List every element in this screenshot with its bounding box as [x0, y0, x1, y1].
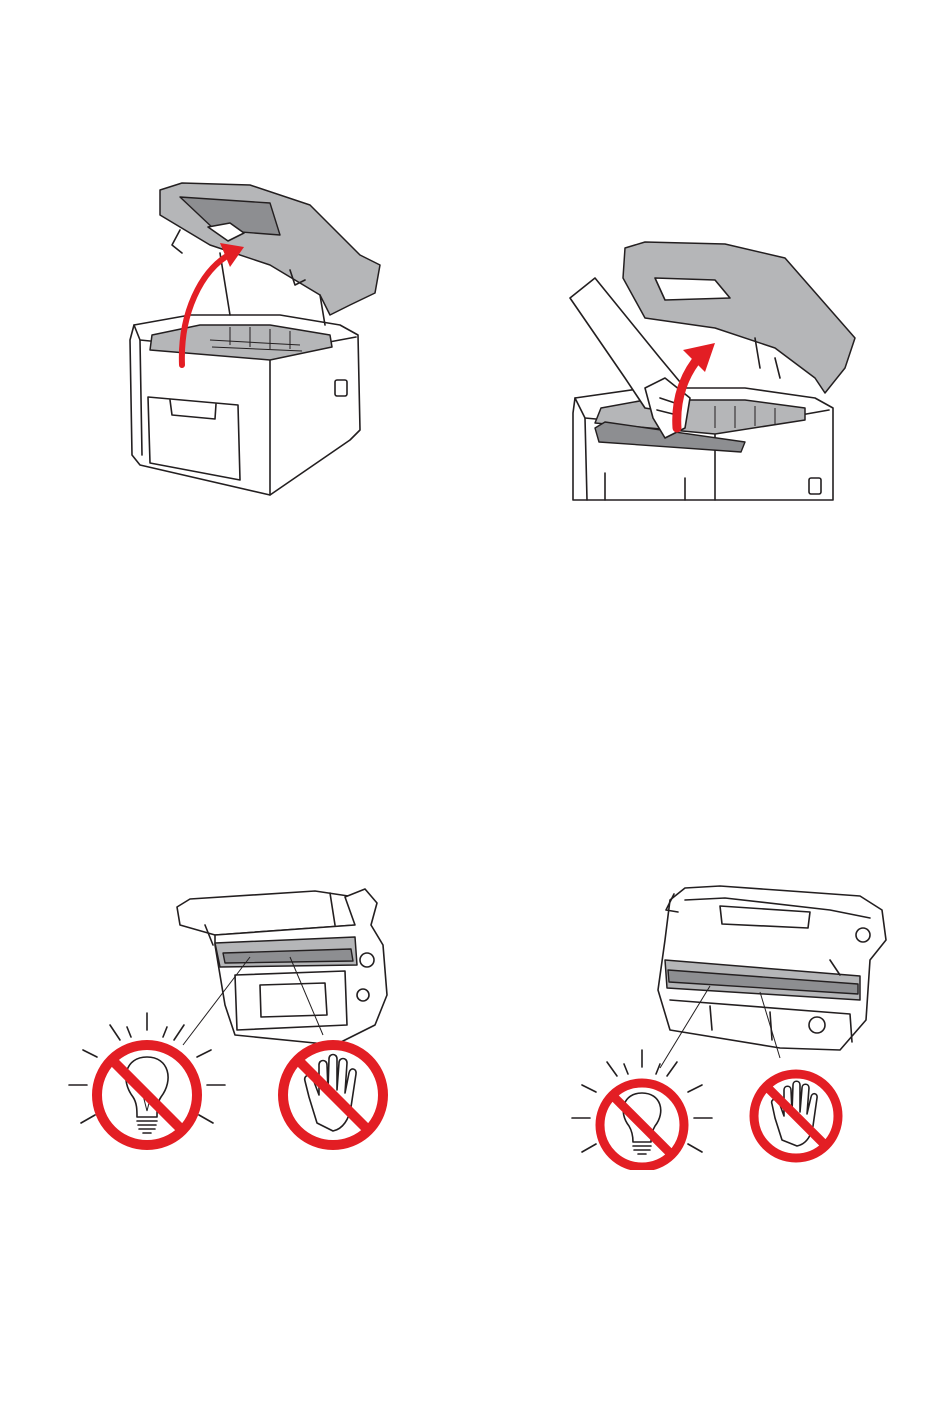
printer-remove-drum-illustration — [565, 238, 860, 503]
no-touch-icon — [283, 1045, 383, 1145]
no-light-icon — [572, 1050, 712, 1167]
no-light-icon — [69, 1013, 225, 1145]
printer-lift-cover-illustration — [120, 175, 395, 505]
drum-unit-front-illustration — [570, 880, 890, 1170]
no-touch-icon — [754, 1074, 838, 1158]
drum-unit-side-illustration — [65, 885, 395, 1155]
